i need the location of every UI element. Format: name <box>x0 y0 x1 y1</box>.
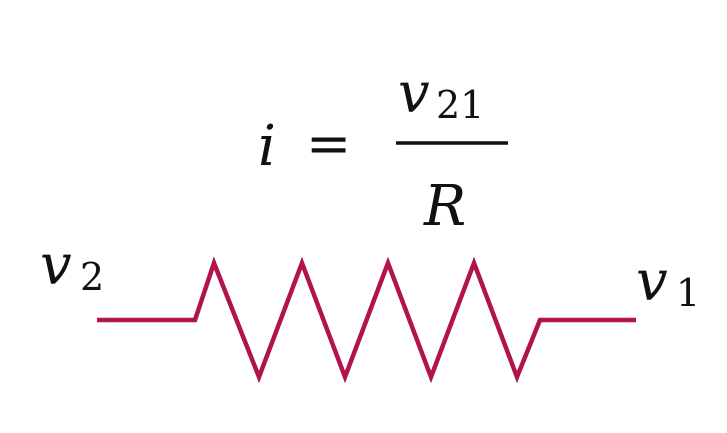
numerator-variable: v <box>398 61 430 126</box>
denominator-resistance: R <box>423 174 466 239</box>
equation-fraction: v 21 R <box>396 61 508 239</box>
terminal-left-label: v 2 <box>40 233 104 299</box>
resistor-symbol <box>97 256 636 384</box>
left-terminal-variable: v <box>40 233 72 298</box>
right-terminal-subscript: 1 <box>676 271 700 315</box>
terminal-right-label: v 1 <box>636 249 700 315</box>
current-equation: i = v 21 R <box>258 61 508 239</box>
equation-equals-sign: = <box>306 112 351 175</box>
left-terminal-subscript: 2 <box>80 255 104 299</box>
numerator-subscript: 21 <box>436 83 484 127</box>
right-terminal-variable: v <box>636 249 668 314</box>
equation-lhs: i <box>258 114 276 179</box>
